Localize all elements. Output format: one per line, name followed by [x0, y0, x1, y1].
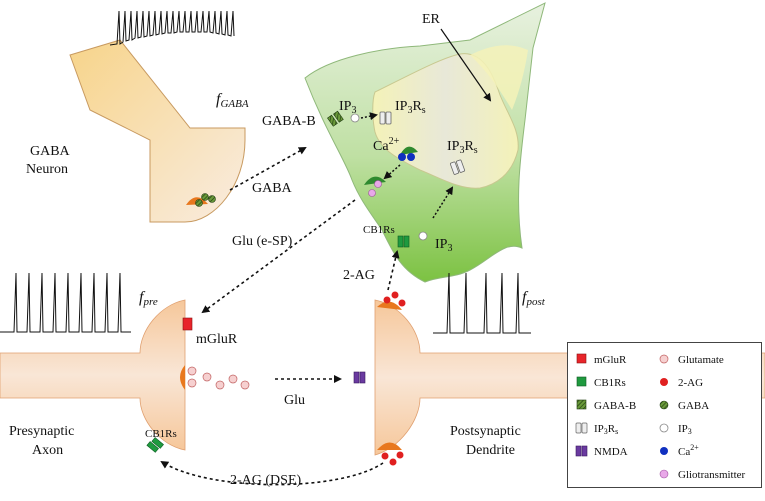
ip3-to-ip3rs-right-arrow — [432, 186, 454, 219]
ip3rs-label-right: IP3Rs — [447, 139, 478, 156]
two-ag-particle — [391, 291, 399, 299]
legend-ip3-label: IP3 — [678, 423, 692, 436]
gaba-neuron-label-2: Neuron — [26, 162, 68, 177]
mglur-label: mGluR — [196, 332, 238, 347]
er-channel-green — [400, 146, 418, 155]
er-lobe — [470, 45, 528, 110]
cb1rs-presynaptic — [146, 437, 164, 453]
presynaptic-label-1: Presynaptic — [9, 424, 74, 439]
ip3rs-label-top: IP3Rs — [395, 99, 426, 116]
two-ag-particle — [396, 451, 404, 459]
two-ag-icon — [660, 378, 668, 386]
glutamate-particle — [187, 378, 197, 388]
legend-cb1rs-label: CB1Rs — [594, 377, 626, 389]
er-label: ER — [422, 12, 441, 27]
presynaptic-label-2: Axon — [32, 443, 63, 458]
two-ag-up-arrow — [387, 250, 400, 291]
ip3-label-bottom: IP3 — [435, 237, 452, 254]
legend: mGluR CB1Rs GABA-B IP3Rs NMDA Glutamate … — [567, 342, 762, 488]
two-ag-label: 2-AG — [343, 268, 375, 283]
two-ag-particle — [398, 299, 406, 307]
glutamate-particle — [187, 366, 197, 376]
ip3rs-icon — [575, 422, 588, 434]
gaba-icon — [659, 400, 669, 410]
cb1rs-icon — [576, 376, 587, 387]
f-post-label: fpost — [522, 289, 546, 308]
glu-label: Glu — [284, 393, 305, 408]
f-pre-label: fpre — [139, 289, 158, 308]
gliotransmitter-release-site — [364, 176, 386, 185]
f-gaba-label: fGABA — [216, 91, 249, 110]
er-pointer-arrow — [440, 28, 492, 102]
ip3-label-top: IP3 — [339, 99, 356, 116]
two-ag-particle — [383, 296, 391, 304]
post-release-site-top — [377, 301, 402, 310]
gaba-release-arrow — [229, 147, 307, 191]
gaba-particle — [195, 199, 203, 207]
glutamate-icon — [659, 354, 669, 364]
two-ag-dse-arrow — [160, 460, 384, 486]
glutamate-particle — [228, 374, 238, 384]
gaba-b-receptor — [327, 110, 344, 127]
two-ag-particle — [381, 452, 389, 460]
legend-glutamate-label: Glutamate — [678, 354, 724, 366]
mglur-icon — [576, 353, 587, 364]
two-ag-dse-label: 2-AG (DSE) — [230, 473, 301, 488]
post-spike-train — [433, 272, 531, 334]
gliotransmitter-icon — [659, 469, 669, 479]
gliotransmitter-vesicle — [374, 180, 382, 188]
legend-mglur-label: mGluR — [594, 354, 627, 366]
two-ag-particle — [389, 458, 397, 466]
ca-label: Ca2+ — [373, 136, 400, 154]
legend-gliotransmitter-label: Gliotransmitter — [678, 469, 746, 481]
ca-icon — [660, 447, 668, 455]
gaba-spike-train — [109, 10, 235, 46]
mglur-receptor — [182, 317, 193, 331]
ip3rs-channel-top — [379, 111, 392, 125]
glutamate-particle — [202, 372, 212, 382]
gliotransmitter-vesicle — [368, 189, 376, 197]
presynaptic-axon — [0, 299, 186, 451]
postsynaptic-label-1: Postsynaptic — [450, 424, 521, 439]
nmda-receptor — [353, 371, 366, 384]
post-release-site-bottom — [377, 442, 402, 450]
ip3-icon — [659, 423, 669, 433]
calcium-ion — [407, 153, 415, 161]
gaba-arrow-label: GABA — [252, 181, 293, 196]
gaba-b-label: GABA-B — [262, 114, 316, 129]
legend-ca-label: Ca2+ — [678, 443, 699, 458]
ca-to-glio-arrow — [383, 164, 401, 180]
cb1rs-presynaptic-label: CB1Rs — [145, 428, 177, 440]
pre-spike-train — [0, 272, 131, 333]
legend-ip3rs-label: IP3Rs — [594, 423, 618, 436]
cb1rs-astrocyte-label: CB1Rs — [363, 224, 395, 236]
gaba-neuron-body — [69, 39, 246, 223]
calcium-ion — [398, 153, 406, 161]
gaba-particle — [201, 193, 209, 201]
glutamate-particle — [240, 380, 250, 390]
postsynaptic-label-2: Dendrite — [466, 443, 515, 458]
presynaptic-release-site — [180, 365, 185, 390]
cb1rs-astrocyte — [397, 235, 410, 248]
ip3-molecule — [418, 231, 428, 241]
ip3-to-ip3rs-arrow — [360, 112, 378, 121]
gaba-neuron — [69, 39, 246, 223]
ip3rs-channel-right — [450, 159, 466, 175]
gaba-particle — [208, 195, 216, 203]
gaba-neuron-label-1: GABA — [30, 144, 71, 159]
ip3-molecule — [350, 113, 360, 123]
legend-gaba-b-label: GABA-B — [594, 400, 636, 412]
legend-svg: mGluR CB1Rs GABA-B IP3Rs NMDA Glutamate … — [575, 353, 746, 481]
legend-gaba-label: GABA — [678, 400, 709, 412]
gaba-b-icon — [576, 399, 587, 410]
nmda-icon — [575, 445, 588, 457]
glu-esp-arrow — [201, 199, 356, 314]
glu-esp-label: Glu (e-SP) — [232, 234, 293, 249]
legend-two-ag-label: 2-AG — [678, 377, 703, 389]
legend-nmda-label: NMDA — [594, 446, 628, 458]
glutamate-particle — [215, 380, 225, 390]
